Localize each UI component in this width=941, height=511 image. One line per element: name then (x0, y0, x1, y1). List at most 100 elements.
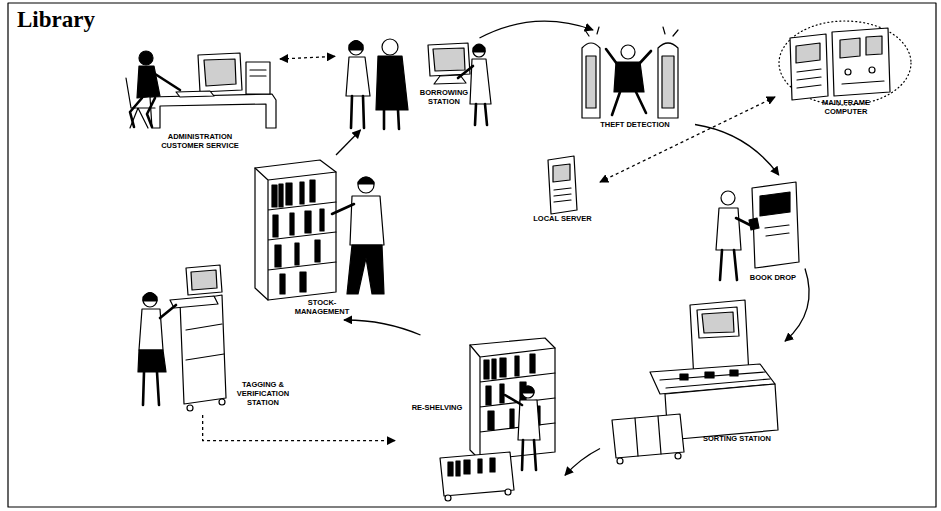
book (749, 218, 759, 230)
station-node: LOCAL SERVER (525, 150, 600, 230)
station-label: LOCAL SERVER (525, 214, 600, 223)
flow-arrow (280, 56, 335, 59)
wheel (187, 405, 193, 411)
person-head (621, 45, 635, 59)
keyboard (176, 91, 214, 97)
woman-head (349, 41, 363, 55)
man-legs (384, 110, 399, 129)
monitor (428, 43, 470, 76)
sorting-bins (612, 414, 684, 458)
woman-head (522, 386, 534, 398)
stipple-halo (779, 21, 911, 105)
flow-arrow (480, 21, 594, 38)
station-node: MAIN FRAME COMPUTER (775, 22, 915, 122)
station-label: SORTING STATION (692, 434, 782, 443)
wheel (617, 458, 623, 464)
clerk-hair (473, 44, 485, 52)
man-arm (332, 204, 354, 214)
server-detail (554, 188, 571, 202)
woman-hair (349, 41, 363, 51)
flow-arrow (695, 125, 779, 176)
wheel (445, 495, 451, 501)
cabinet (790, 34, 828, 100)
shelf-lines (470, 345, 555, 460)
local-server-illustration (548, 156, 577, 214)
flow-arrow (336, 130, 361, 155)
monitor (198, 53, 242, 92)
books (272, 180, 324, 294)
desk (150, 94, 276, 128)
person-arms (606, 49, 651, 64)
clerk-legs (475, 104, 487, 125)
mainframe-illustration (779, 21, 911, 105)
station-label: TAGGING & VERIFICATION STATION (227, 380, 299, 407)
station-label: THEFT DETECTION (585, 120, 685, 129)
knob (869, 67, 875, 73)
cabinet-detail (797, 69, 821, 88)
gate-panel (662, 56, 674, 108)
person-legs (612, 92, 646, 115)
station-node: STOCK-MANAGEMENT (248, 155, 408, 320)
station-node: TAGGING & VERIFICATION STATION (135, 265, 300, 415)
station-label: ADMINISTRATION CUSTOMER SERVICE (150, 132, 250, 150)
books (680, 370, 738, 380)
flow-arrow (600, 97, 775, 182)
borrowing-illustration (346, 39, 491, 129)
server-panel (553, 164, 570, 182)
station-node: BOOK DROP (700, 175, 805, 285)
person-legs (720, 250, 737, 280)
diagram-title: Library (17, 7, 95, 33)
person-head (721, 191, 735, 205)
tagging-illustration (138, 265, 226, 411)
man-coat (376, 56, 408, 110)
screen (702, 312, 734, 333)
station-node: SORTING STATION (600, 300, 785, 465)
admin-illustration (126, 51, 276, 128)
return-slot (765, 225, 789, 236)
bookshelf (470, 338, 555, 460)
person-arm (152, 72, 180, 90)
server-tower (548, 156, 577, 214)
woman-arm (505, 395, 522, 405)
person-head (139, 51, 153, 65)
station-node: RE-SHELVING (395, 335, 565, 500)
flow-arrow (785, 269, 809, 342)
knob (845, 69, 851, 75)
wheel (505, 489, 511, 495)
woman-dress (346, 57, 370, 96)
person-body (614, 62, 644, 92)
woman-body (139, 309, 163, 350)
alarm-lines (585, 27, 678, 36)
station-label: MAIN FRAME COMPUTER (815, 98, 877, 116)
wheel (675, 453, 681, 459)
theft-detection-illustration (582, 27, 678, 118)
station-label: BORROWING STATION (415, 88, 473, 106)
man-hair (358, 177, 374, 184)
woman-hair (143, 293, 157, 302)
woman-hair (522, 386, 534, 393)
station-node: ADMINISTRATION CUSTOMER SERVICE (120, 35, 280, 155)
wheel (219, 399, 225, 405)
monitor (697, 307, 739, 338)
station-label: STOCK-MANAGEMENT (288, 298, 356, 316)
computer-tower (246, 62, 270, 94)
screen (433, 48, 465, 71)
gate-panel (586, 56, 596, 108)
person-body (137, 66, 160, 98)
woman-legs (522, 440, 536, 470)
book-drop-machine (752, 182, 799, 268)
man-trousers (347, 245, 384, 294)
man-head (382, 39, 398, 55)
station-node: BORROWING STATION (335, 38, 505, 130)
tower-detail (250, 70, 266, 76)
cabinet-detail (842, 81, 884, 84)
flow-arrow (344, 320, 421, 335)
woman-legs (143, 372, 159, 405)
woman-skirt (138, 350, 166, 372)
bin-dividers (635, 416, 661, 456)
cabinet-detail (186, 324, 224, 360)
station-node: THEFT DETECTION (575, 30, 695, 135)
